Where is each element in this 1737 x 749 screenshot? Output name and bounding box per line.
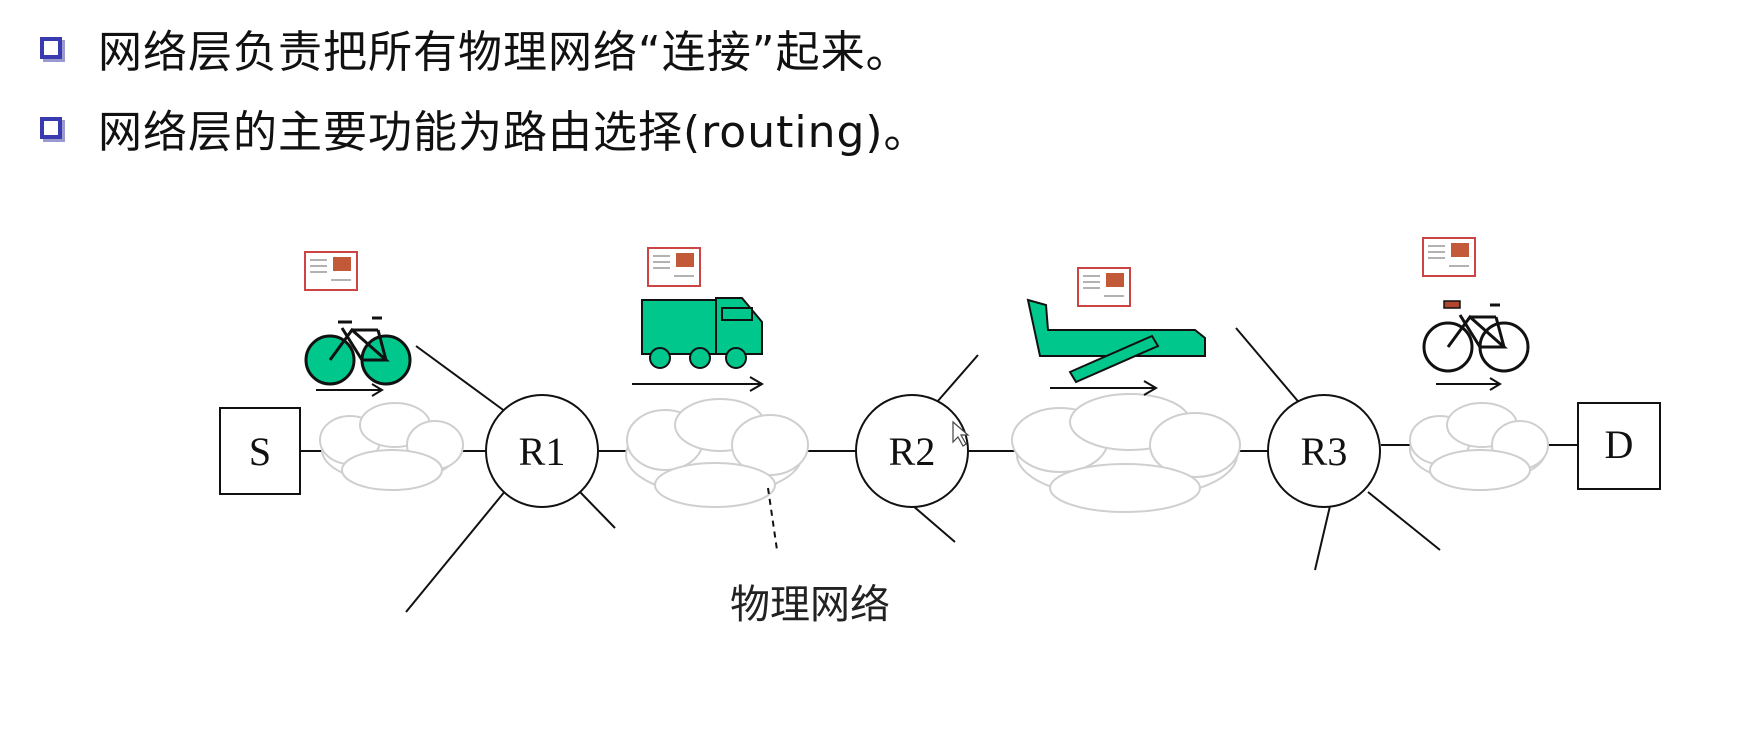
physical-network-cloud-2 (625, 398, 809, 508)
router-r2-label: R2 (889, 429, 936, 474)
bullet-text-1: 网络层负责把所有物理网络“连接”起来。 (98, 27, 911, 78)
source-label: S (249, 429, 271, 474)
bullet-item-1: 网络层负责把所有物理网络“连接”起来。 (40, 18, 911, 78)
router-r2: R2 (855, 394, 969, 508)
bicycle-icon (304, 316, 412, 386)
caption-pointer (767, 487, 778, 551)
packet-postcard-icon (1422, 237, 1476, 277)
truck-icon (641, 297, 763, 369)
router-r1: R1 (485, 394, 599, 508)
direction-arrow-icon (1436, 377, 1502, 391)
packet-postcard-icon (647, 247, 701, 287)
checkbox-bullet-icon (40, 37, 62, 59)
router-r3: R3 (1267, 394, 1381, 508)
physical-network-caption: 物理网络 (730, 582, 890, 628)
router-r1-label: R1 (519, 429, 566, 474)
bicycle-icon (1422, 300, 1530, 373)
physical-network-cloud-4 (1409, 402, 1549, 491)
source-node: S (219, 407, 301, 495)
airplane-icon (1026, 298, 1206, 384)
bullet-text-2: 网络层的主要功能为路由选择(routing)。 (98, 107, 929, 158)
mouse-cursor-icon (952, 420, 970, 447)
bullet-item-2: 网络层的主要功能为路由选择(routing)。 (40, 98, 929, 158)
packet-postcard-icon (1077, 267, 1131, 307)
direction-arrow-icon (632, 376, 764, 392)
direction-arrow-icon (316, 383, 384, 397)
direction-arrow-icon (1050, 380, 1158, 396)
link-lines (300, 327, 1578, 613)
physical-network-cloud-3 (1011, 393, 1241, 513)
packet-postcard-icon (304, 251, 358, 291)
checkbox-bullet-icon (40, 117, 62, 139)
router-r3-label: R3 (1301, 429, 1348, 474)
destination-node: D (1577, 402, 1661, 490)
physical-network-cloud-1 (319, 402, 464, 491)
destination-label: D (1605, 422, 1634, 467)
